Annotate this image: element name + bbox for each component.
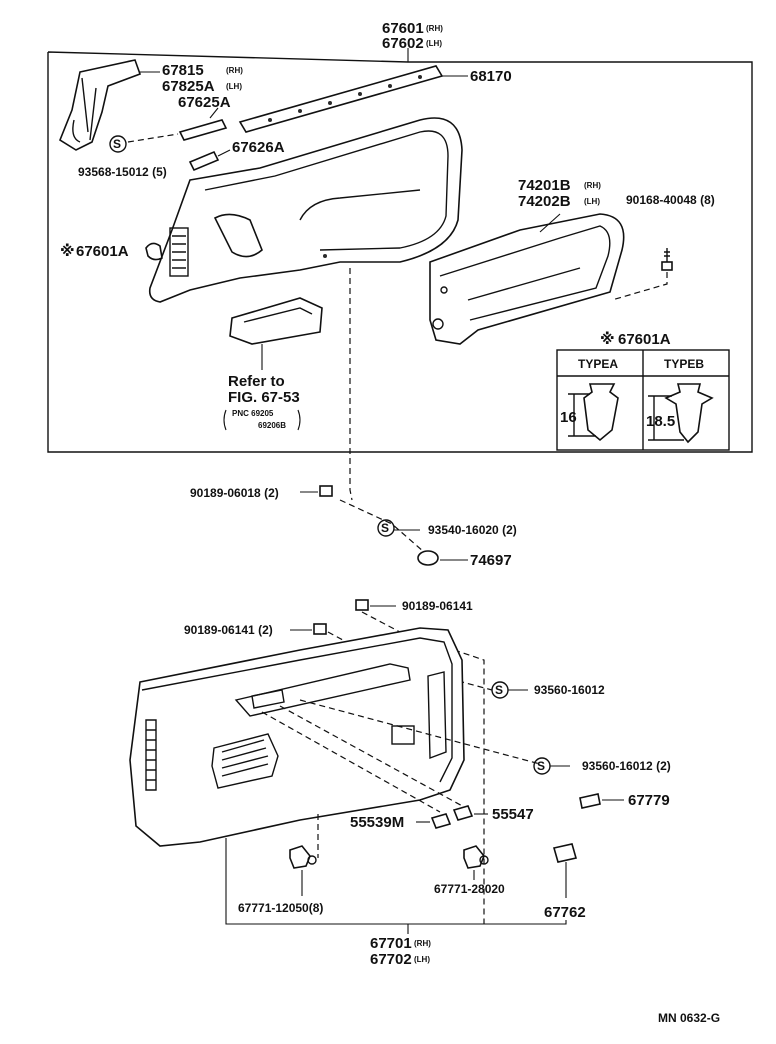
inset-type-b: TYPEB — [664, 357, 704, 371]
armrest-74201B-drawing — [429, 213, 625, 345]
part-67815-tag: (RH) — [226, 66, 243, 75]
part-74201B: 74201B — [518, 177, 571, 194]
clip-67771-12050-drawing — [289, 845, 317, 869]
cap-74697-drawing — [417, 550, 439, 566]
screw-symbol-letter: S — [113, 137, 121, 151]
inset-ref-mark: ※ — [600, 330, 615, 348]
part-93560-16012: 93560-16012 — [534, 683, 605, 697]
part-67825A-tag: (LH) — [226, 82, 242, 91]
clip-type-b-drawing — [648, 383, 714, 444]
clip-type-a-drawing — [568, 383, 619, 442]
part-67701: 67701 — [370, 935, 412, 952]
switch-base-drawing — [229, 297, 323, 345]
pnc-69205: PNC 69205 — [232, 409, 274, 418]
part-67626A: 67626A — [232, 139, 285, 156]
ref-mark-left: ※ — [60, 242, 75, 260]
screw-symbol-icon — [377, 519, 395, 537]
screw-symbol-letter: S — [381, 521, 389, 535]
part-67701-tag: (RH) — [414, 939, 431, 948]
assembly-frame — [47, 51, 753, 453]
part-67602: 67602 — [382, 35, 424, 52]
nut-90189-06018-drawing — [319, 485, 333, 497]
door-panel-upper-drawing — [148, 117, 463, 303]
part-67702: 67702 — [370, 951, 412, 968]
part-67771-12050: 67771-12050(8) — [238, 901, 323, 915]
part-93568-15012: 93568-15012 (5) — [78, 165, 167, 179]
bracket-67815-drawing — [59, 59, 142, 151]
clip-67771-28020-drawing — [463, 845, 489, 869]
nut-90189-06141-drawing — [355, 599, 369, 611]
figure-code: MN 0632-G — [658, 1011, 720, 1025]
part-67601-tag: (RH) — [426, 24, 443, 33]
part-90189-06141-2: 90189-06141 (2) — [184, 623, 273, 637]
screw-90168-drawing — [661, 248, 673, 271]
strip-67625A-drawing — [178, 119, 228, 141]
pnc-69206B: 69206B — [258, 421, 286, 430]
part-67771-28020: 67771-28020 — [434, 882, 505, 896]
part-93540-16020: 93540-16020 (2) — [428, 523, 517, 537]
part-74201B-tag: (RH) — [584, 181, 601, 190]
part-74202B-tag: (LH) — [584, 197, 600, 206]
dashed-leader-center — [349, 268, 353, 501]
part-90189-06018: 90189-06018 (2) — [190, 486, 279, 500]
part-74697: 74697 — [470, 552, 512, 569]
inset-dim-a: 16 — [560, 409, 577, 426]
part-68170: 68170 — [470, 68, 512, 85]
nut-90189-06141-pair-drawing — [313, 623, 327, 635]
part-67762: 67762 — [544, 904, 586, 921]
clip-67779-drawing — [579, 793, 601, 809]
inset-type-a: TYPEA — [578, 357, 618, 371]
clip-67601A-drawing — [145, 242, 163, 261]
part-67779: 67779 — [628, 792, 670, 809]
part-74202B: 74202B — [518, 193, 571, 210]
cover-67762-drawing — [552, 843, 578, 863]
inset-dim-b: 18.5 — [646, 413, 675, 430]
part-67601: 67601 — [382, 20, 424, 37]
refer-figure-text: FIG. 67-53 — [228, 389, 300, 406]
clip-type-table — [556, 349, 730, 451]
part-67625A: 67625A — [178, 94, 231, 111]
upper-assembly-box — [47, 48, 753, 453]
part-90189-06141: 90189-06141 — [402, 599, 473, 613]
clip-55547-drawing — [452, 805, 474, 821]
part-55547: 55547 — [492, 806, 534, 823]
screw-symbol-icon — [109, 135, 127, 153]
screw-symbol-letter: S — [537, 759, 545, 773]
clip-67626A-drawing — [188, 150, 220, 172]
refer-to-text: Refer to — [228, 373, 285, 390]
part-93560-16012-2: 93560-16012 (2) — [582, 759, 671, 773]
part-67602-tag: (LH) — [426, 39, 442, 48]
part-90168-40048: 90168-40048 (8) — [626, 193, 715, 207]
part-55539M: 55539M — [350, 814, 404, 831]
part-67601A: 67601A — [76, 243, 129, 260]
part-67825A: 67825A — [162, 78, 215, 95]
part-67702-tag: (LH) — [414, 955, 430, 964]
lower-assembly-bracket — [225, 838, 567, 934]
clip-55539M-drawing — [430, 813, 452, 829]
door-trim-lower-drawing — [129, 627, 465, 847]
inset-title: 67601A — [618, 331, 671, 348]
screw-symbol-letter: S — [495, 683, 503, 697]
part-67815: 67815 — [162, 62, 204, 79]
